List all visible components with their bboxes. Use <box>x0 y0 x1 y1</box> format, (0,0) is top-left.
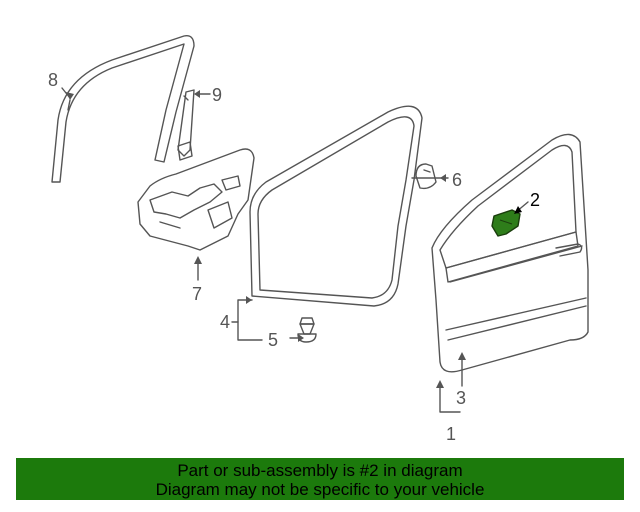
callout-6: 6 <box>452 170 462 190</box>
parts-diagram: 8 9 7 6 4 5 3 1 2 <box>48 35 589 444</box>
callout-3: 3 <box>456 388 466 408</box>
door-weatherstrip-part-4 <box>249 105 423 307</box>
highlighted-part-2 <box>491 209 521 237</box>
callout-8: 8 <box>48 70 58 90</box>
leader-lines <box>61 87 529 413</box>
banner-line-2: Diagram may not be specific to your vehi… <box>155 480 485 499</box>
clip-part-6 <box>415 163 437 190</box>
callout-2: 2 <box>530 190 540 210</box>
service-hole-cover-part-7 <box>137 148 255 251</box>
banner-line-1: Part or sub-assembly is #2 in diagram <box>177 461 463 480</box>
info-banner: Part or sub-assembly is #2 in diagram Di… <box>16 458 624 500</box>
callout-4: 4 <box>220 312 230 332</box>
division-bar-part-9 <box>177 89 195 161</box>
front-door-shell-part-1 <box>431 133 589 373</box>
callout-5: 5 <box>268 330 278 350</box>
callout-7: 7 <box>192 284 202 304</box>
arrow-heads <box>66 90 522 388</box>
glass-run-channel-part-8 <box>51 35 195 183</box>
callout-1: 1 <box>446 424 456 444</box>
callout-9: 9 <box>212 85 222 105</box>
